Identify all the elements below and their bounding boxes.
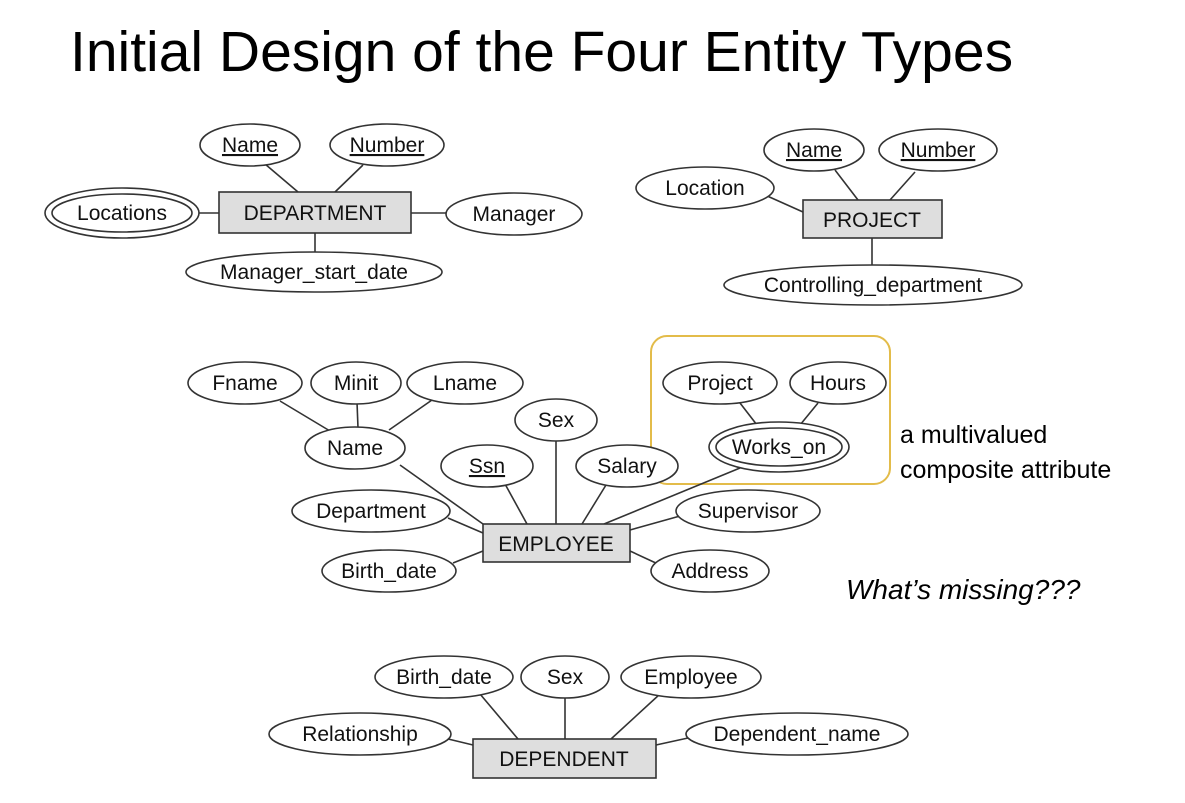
entity-project: PROJECT	[802, 199, 943, 239]
entity-department: DEPARTMENT	[218, 191, 412, 234]
line-dept-name	[264, 163, 299, 193]
attr-label: Works_on	[732, 436, 826, 459]
attr-label: Manager_start_date	[220, 261, 408, 284]
line-emp-works-on	[603, 467, 741, 525]
line-dept-number	[334, 164, 364, 193]
attr-emp-sex: Sex	[514, 398, 598, 442]
entity-label: EMPLOYEE	[498, 533, 614, 556]
line-proj-number	[889, 171, 916, 201]
attr-label: Department	[316, 500, 426, 523]
line-emp-supervisor	[629, 515, 681, 531]
attr-emp-works-on: Works_on	[708, 421, 850, 473]
works-on-highlight-box	[650, 335, 891, 485]
attr-label: Relationship	[302, 723, 418, 746]
connector-lines	[195, 163, 916, 746]
line-emp-name	[399, 464, 484, 525]
line-wo-hours	[799, 402, 819, 426]
line-proj-name	[834, 169, 859, 201]
attr-label: Controlling_department	[764, 274, 982, 297]
attr-emp-name: Name	[304, 426, 406, 470]
attr-dept-locations: Locations	[44, 187, 200, 239]
line-emp-department	[447, 517, 484, 534]
attr-dep-relationship: Relationship	[268, 712, 452, 756]
line-minit	[356, 401, 359, 429]
line-emp-address	[629, 550, 659, 565]
attr-dept-number: Number	[329, 123, 445, 167]
attr-label: Name	[327, 437, 383, 460]
attr-dept-manager: Manager	[445, 192, 583, 236]
attr-emp-birth-date: Birth_date	[321, 549, 457, 593]
attr-label: Supervisor	[698, 500, 798, 523]
attr-dep-dependent-name: Dependent_name	[685, 712, 909, 756]
line-wo-project	[739, 402, 758, 426]
attr-emp-salary: Salary	[575, 444, 679, 488]
attr-dept-name: Name	[199, 123, 301, 167]
attr-label: Salary	[597, 455, 657, 478]
line-emp-salary	[581, 484, 607, 525]
attr-label: Fname	[212, 372, 277, 395]
entity-dependent: DEPENDENT	[472, 738, 657, 779]
line-fname	[279, 400, 331, 432]
attr-proj-location: Location	[635, 166, 775, 210]
entity-label: DEPARTMENT	[244, 202, 387, 225]
attr-label: Birth_date	[341, 560, 437, 583]
slide-title: Initial Design of the Four Entity Types	[70, 20, 1014, 84]
attr-label: Location	[665, 177, 744, 200]
attr-emp-address: Address	[650, 549, 770, 593]
attr-label: Address	[671, 560, 748, 583]
attr-proj-name: Name	[763, 128, 865, 172]
attr-label: Sex	[538, 409, 575, 432]
annotation-line-1: a multivalued	[900, 421, 1048, 449]
attr-emp-department: Department	[291, 489, 451, 533]
attr-dept-manager-start-date: Manager_start_date	[185, 251, 443, 293]
line-emp-ssn	[504, 483, 528, 525]
attr-dep-employee: Employee	[620, 655, 762, 699]
line-dep-employee	[610, 693, 661, 740]
attr-label: Dependent_name	[714, 723, 881, 746]
attr-label: Name	[222, 134, 278, 157]
entity-employee: EMPLOYEE	[482, 523, 631, 563]
line-dep-birthdate	[479, 693, 519, 740]
attr-label: Project	[687, 372, 753, 395]
attr-label: Birth_date	[396, 666, 492, 689]
line-lname	[388, 399, 433, 431]
line-dep-dependent-name	[655, 737, 689, 746]
line-emp-birthdate	[452, 550, 484, 564]
attr-label: Number	[350, 134, 425, 157]
attr-label: Sex	[547, 666, 584, 689]
attr-emp-lname: Lname	[406, 361, 524, 405]
attr-label: Number	[901, 139, 976, 162]
attr-label: Hours	[810, 372, 866, 395]
attr-proj-controlling-department: Controlling_department	[723, 264, 1023, 306]
attr-emp-supervisor: Supervisor	[675, 489, 821, 533]
attr-label: Locations	[77, 202, 167, 225]
annotation-line-2: composite attribute	[900, 456, 1112, 484]
line-proj-location	[764, 194, 804, 213]
attr-emp-hours: Hours	[789, 361, 887, 405]
attr-emp-minit: Minit	[310, 361, 402, 405]
attr-emp-project: Project	[662, 361, 778, 405]
attr-proj-number: Number	[878, 128, 998, 172]
attr-label: Manager	[473, 203, 556, 226]
entity-label: DEPENDENT	[499, 748, 629, 771]
attr-dep-birth-date: Birth_date	[374, 655, 514, 699]
missing-question: What’s missing???	[846, 574, 1081, 605]
attr-label: Ssn	[469, 455, 505, 478]
entity-label: PROJECT	[823, 209, 921, 232]
attr-label: Minit	[334, 372, 379, 395]
attr-label: Lname	[433, 372, 497, 395]
attr-label: Employee	[644, 666, 737, 689]
attr-emp-ssn: Ssn	[440, 444, 534, 488]
attr-label: Name	[786, 139, 842, 162]
attr-emp-fname: Fname	[187, 361, 303, 405]
attr-dep-sex: Sex	[520, 655, 610, 699]
